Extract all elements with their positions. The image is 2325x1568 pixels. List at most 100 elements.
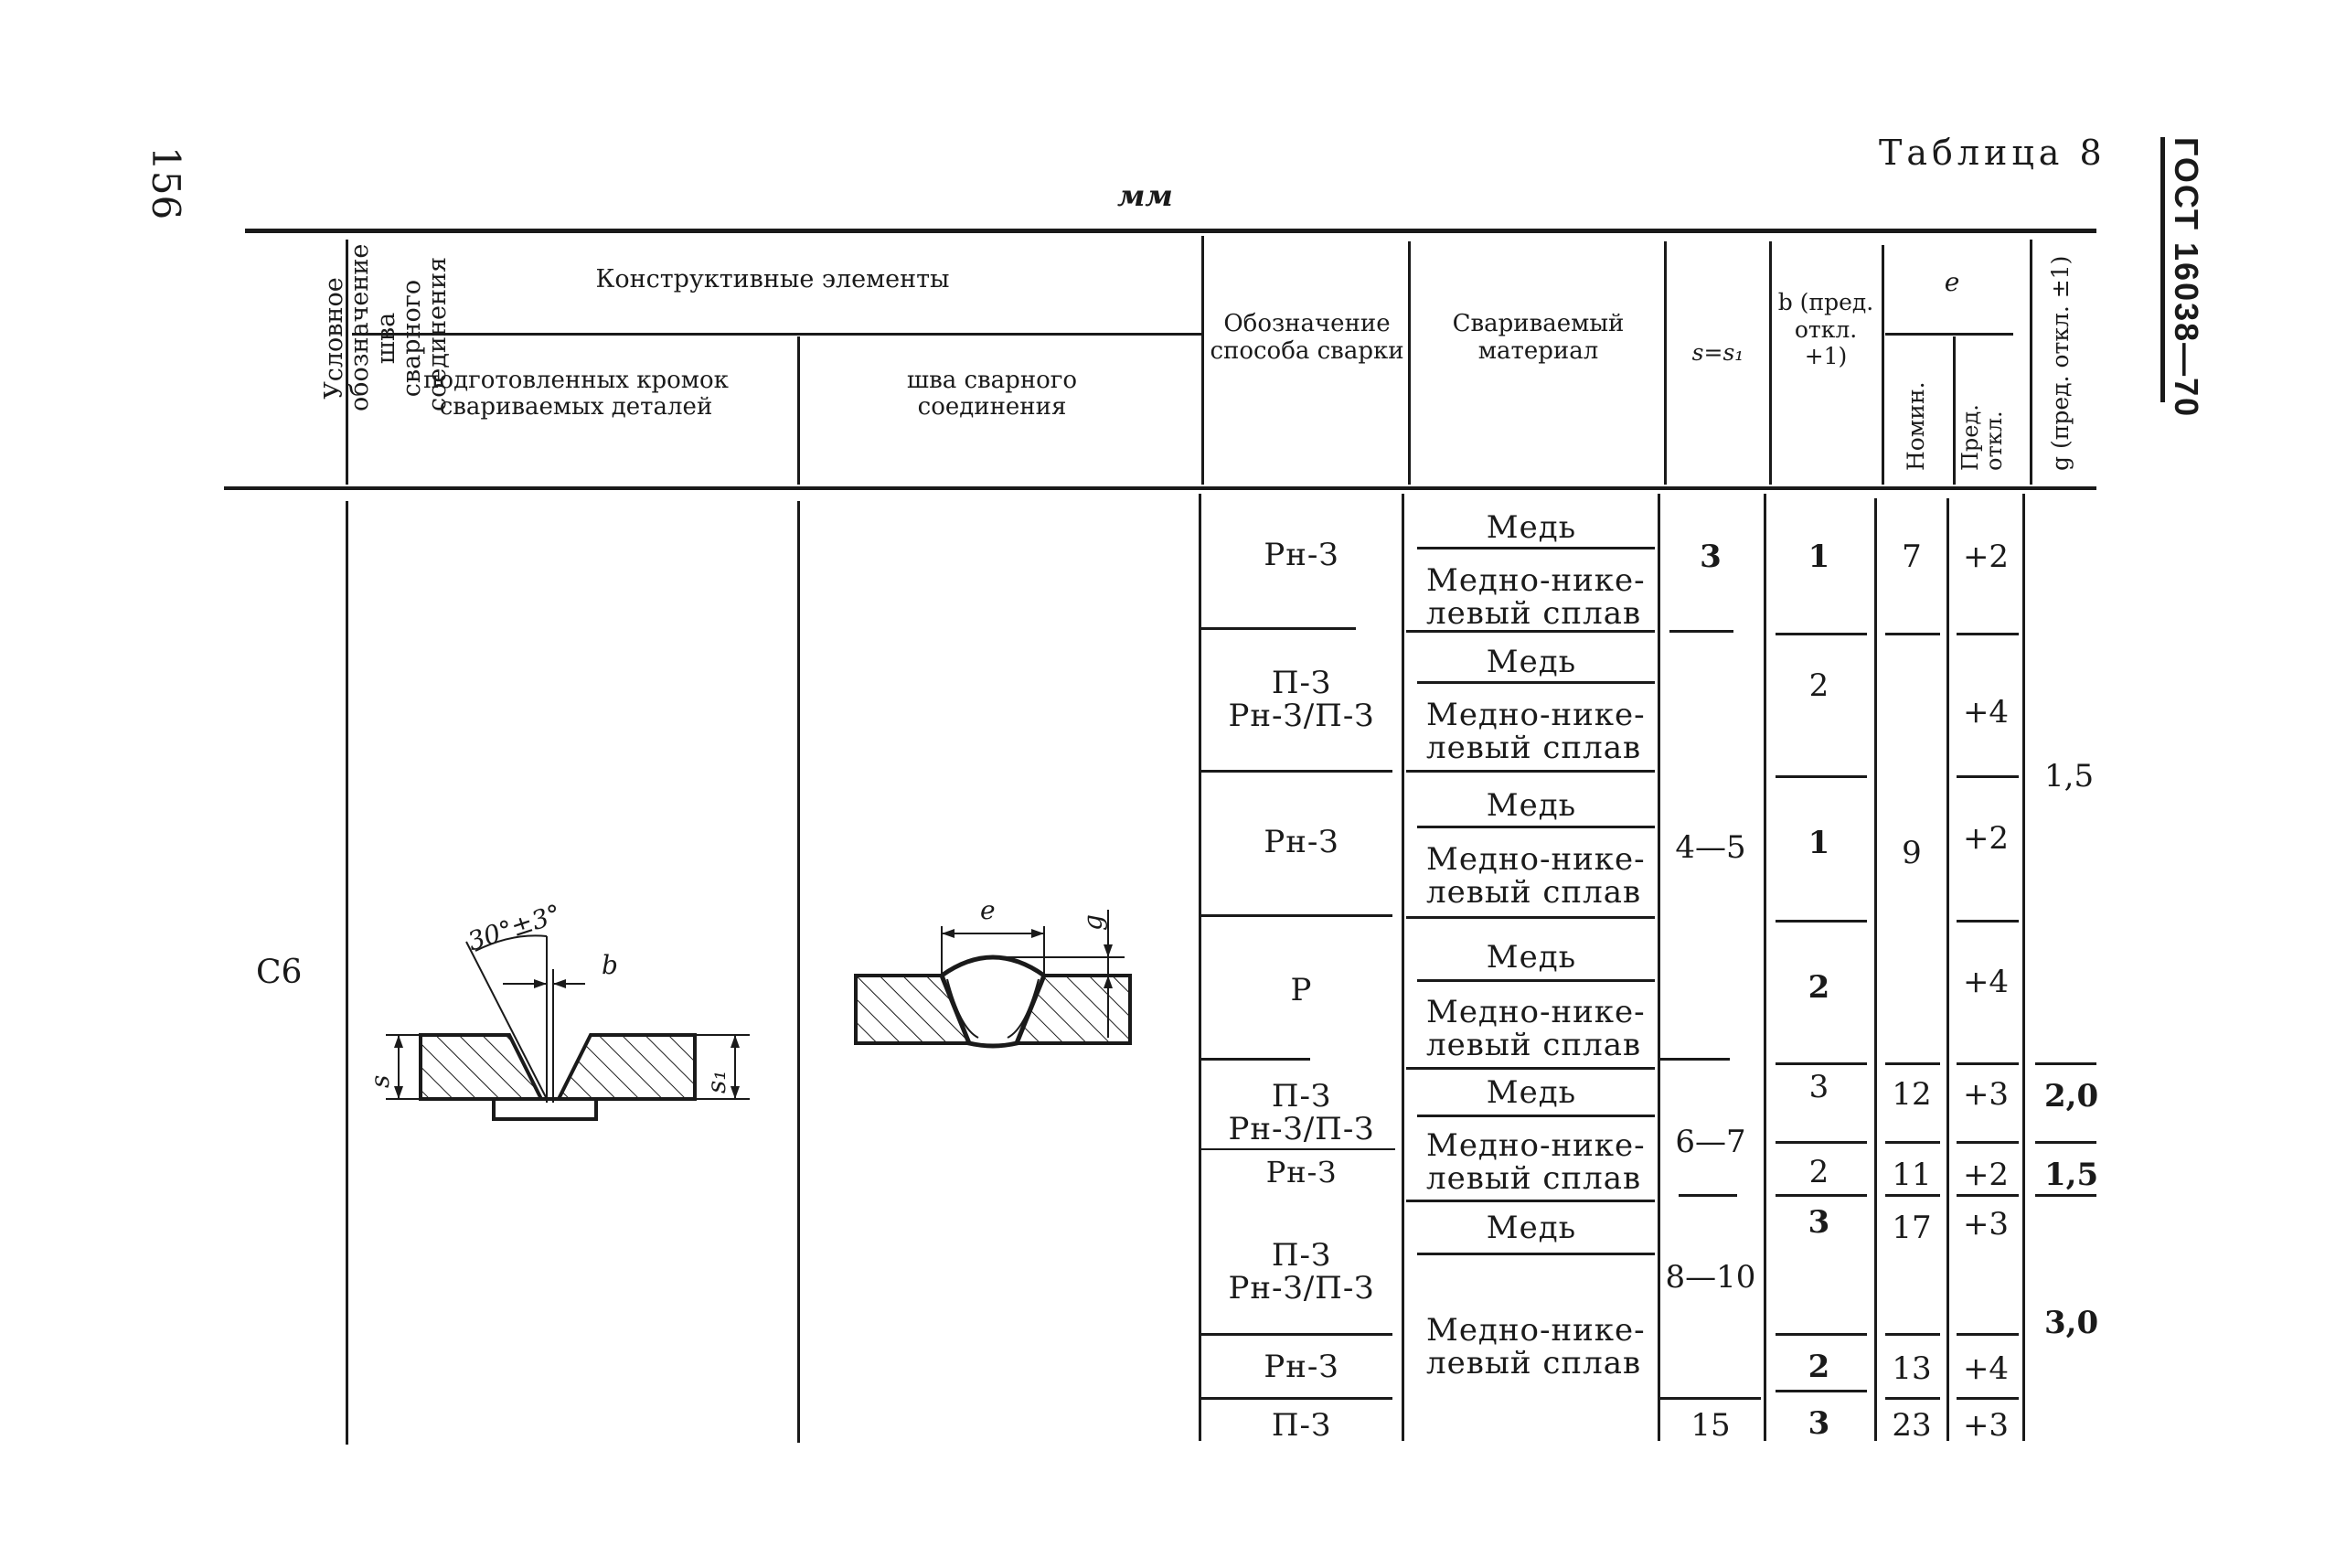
- e-nom-value: 23: [1892, 1407, 1932, 1444]
- row-rule: [1417, 826, 1655, 828]
- row-rule: [1200, 1058, 1310, 1061]
- header-constructive: Конструктивные элементы: [595, 265, 950, 293]
- row-rule: [1776, 1194, 1867, 1197]
- row-rule: [1660, 1058, 1730, 1061]
- row-rule: [1669, 630, 1733, 633]
- material-alloy: Медно-нике-: [1426, 994, 1646, 1030]
- material-alloy: левый сплав: [1426, 1160, 1642, 1197]
- row-rule: [1417, 1253, 1655, 1255]
- row-rule: [1776, 775, 1867, 778]
- e-dev-value: +2: [1962, 820, 2010, 857]
- row-rule: [1200, 914, 1392, 917]
- constructive-subrule: [352, 333, 1202, 336]
- header-vline: [1882, 245, 1884, 485]
- row-rule: [1406, 770, 1655, 773]
- e-dev-value: +3: [1962, 1407, 2010, 1444]
- units-label: мм: [1117, 178, 1173, 213]
- e-dev-value: +4: [1962, 1350, 2010, 1387]
- e-nom-value: 11: [1892, 1157, 1932, 1193]
- header-weld-seam: шва сварного соединения: [906, 367, 1078, 421]
- body-vline: [1946, 498, 1949, 1441]
- material-alloy: Медно-нике-: [1426, 697, 1646, 733]
- row-rule: [2035, 1141, 2096, 1144]
- b-value: 1: [1808, 825, 1830, 861]
- method-cell: Рн-З: [1264, 1349, 1339, 1385]
- s-value: 3: [1700, 539, 1722, 575]
- s-value: 8—10: [1665, 1259, 1756, 1296]
- material-copper: Медь: [1486, 509, 1577, 546]
- row-rule: [1885, 1333, 1940, 1336]
- row-rule: [1776, 1141, 1867, 1144]
- b-value: 3: [1808, 1204, 1830, 1241]
- method-cell: Рн-З: [1265, 1155, 1338, 1189]
- s-value: 6—7: [1675, 1124, 1746, 1160]
- row-rule: [1885, 633, 1940, 635]
- table-top-rule: [245, 229, 2096, 233]
- b-value: 2: [1808, 1349, 1830, 1385]
- e-nom-value: 13: [1892, 1350, 1932, 1387]
- b-value: 1: [1808, 539, 1830, 575]
- g-value: 3,0: [2044, 1305, 2099, 1341]
- header-vline: [1408, 241, 1411, 485]
- b-value: 2: [1808, 969, 1830, 1006]
- header-vline: [346, 240, 348, 485]
- method-cell: Рн-З: [1264, 537, 1339, 573]
- body-vline: [1764, 494, 1766, 1441]
- row-rule: [1957, 1397, 2019, 1400]
- row-rule: [1957, 1333, 2019, 1336]
- material-alloy: Медно-нике-: [1426, 1127, 1646, 1164]
- row-rule: [1417, 547, 1655, 549]
- e-dev-value: +4: [1962, 964, 2010, 1000]
- material-alloy: левый сплав: [1426, 595, 1642, 632]
- b-value: 2: [1808, 667, 1829, 704]
- method-cell: П-З: [1271, 1078, 1332, 1115]
- e-nom-value: 9: [1902, 835, 1922, 871]
- material-alloy: левый сплав: [1426, 1345, 1642, 1381]
- row-rule: [1406, 916, 1655, 919]
- s-dim-label: s: [365, 1074, 395, 1088]
- header-vline: [1201, 236, 1204, 485]
- material-alloy: левый сплав: [1426, 730, 1642, 766]
- header-prepared-edges: подготовленных кромок свариваемых детале…: [423, 367, 729, 421]
- method-cell: Рн-З/П-З: [1228, 1111, 1375, 1147]
- material-copper: Медь: [1486, 644, 1577, 680]
- e-dev-value: +3: [1962, 1076, 2010, 1113]
- row-rule: [1417, 1115, 1655, 1117]
- header-b: b (пред. откл. +1): [1777, 289, 1874, 369]
- e-dev-value: +2: [1962, 539, 2010, 575]
- table-title: Таблица 8: [1879, 133, 2106, 173]
- header-s: s=s₁: [1691, 339, 1744, 366]
- body-vline: [1658, 494, 1660, 1441]
- row-rule: [1406, 630, 1655, 633]
- weld-seam-drawing: [854, 910, 1132, 1049]
- row-rule: [1957, 1062, 2019, 1065]
- header-vline: [1664, 241, 1667, 485]
- row-rule: [1957, 775, 2019, 778]
- page-number: 156: [144, 146, 188, 220]
- material-copper: Медь: [1486, 939, 1577, 976]
- header-vline: [1769, 241, 1772, 485]
- e-nom-value: 17: [1892, 1210, 1932, 1246]
- row-rule: [1885, 1062, 1940, 1065]
- row-rule: [1776, 633, 1867, 635]
- e-dev-value: +2: [1962, 1157, 2010, 1193]
- row-rule: [2035, 1194, 2096, 1197]
- e-dim-label: e: [980, 895, 996, 925]
- b-value: 3: [1808, 1069, 1829, 1105]
- header-vline: [2030, 240, 2032, 485]
- e-dev-value: +4: [1962, 694, 2010, 731]
- body-vline: [1199, 494, 1201, 1441]
- b-value: 2: [1808, 1154, 1829, 1190]
- row-rule: [1885, 1141, 1940, 1144]
- row-rule: [1200, 1397, 1392, 1400]
- e-nom-value: 12: [1892, 1076, 1932, 1113]
- row-rule: [1406, 1200, 1655, 1202]
- g-value: 2,0: [2044, 1078, 2099, 1115]
- e-dev-value: +3: [1962, 1206, 2010, 1243]
- header-material: Свариваемый материал: [1452, 310, 1625, 365]
- row-rule: [1200, 770, 1392, 773]
- gost-rule: [2160, 137, 2165, 402]
- row-rule: [1957, 1194, 2019, 1197]
- e-subrule: [1885, 333, 2013, 336]
- g-dim-label: g: [1078, 914, 1108, 931]
